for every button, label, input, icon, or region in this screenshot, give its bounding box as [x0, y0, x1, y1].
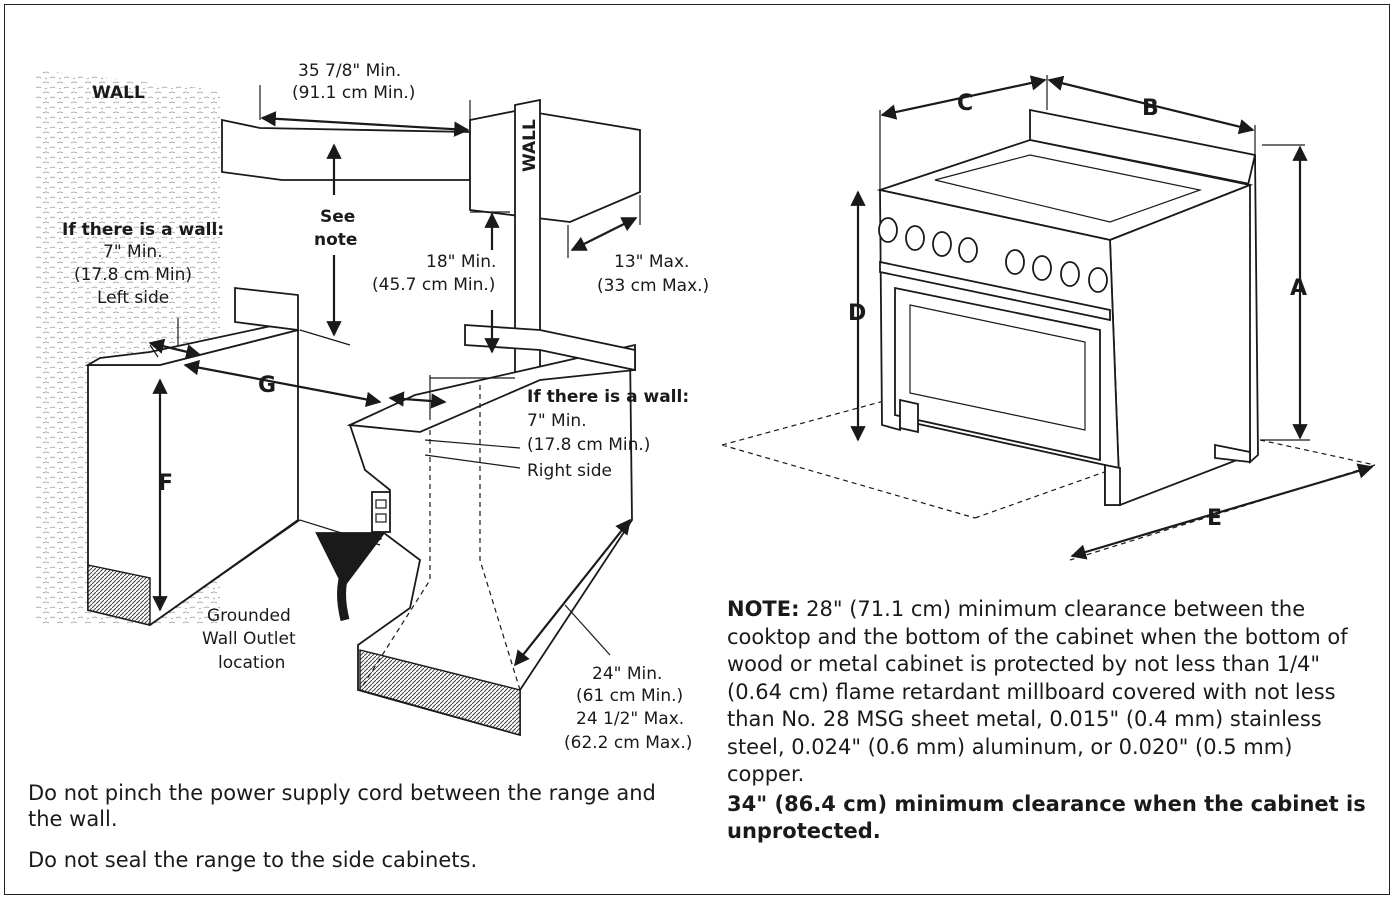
top-width-arrow [260, 111, 470, 137]
oven-handle [879, 260, 1111, 322]
depth-arrow [514, 518, 631, 667]
control-knobs [878, 217, 1108, 293]
letter-d: D [848, 301, 866, 326]
diagram-frame [4, 4, 1390, 895]
right-wall-title: If there is a wall: [527, 387, 689, 407]
letter-g: G [258, 373, 276, 398]
letter-a: A [1290, 276, 1307, 301]
wall-label: WALL [92, 83, 145, 103]
left-wall-line2: (17.8 cm Min) [74, 265, 192, 285]
outlet-line1: Grounded [207, 606, 291, 626]
instruction-seal: Do not seal the range to the side cabine… [28, 847, 478, 872]
wall-vertical-label: WALL [520, 119, 540, 172]
oven-door [894, 286, 1101, 462]
letter-b: B [1142, 96, 1159, 121]
note-body: 28" (71.1 cm) minimum clearance between … [727, 597, 1348, 786]
see-note-line2: note [314, 230, 357, 250]
g-width-arrow [183, 360, 382, 407]
instructions: Do not pinch the power supply cord betwe… [28, 780, 688, 887]
instruction-cord: Do not pinch the power supply cord betwe… [28, 781, 656, 832]
right-toe-kick [359, 649, 521, 736]
top-width-line2: (91.1 cm Min.) [292, 83, 415, 103]
left-wall-line1: 7" Min. [103, 242, 163, 262]
min18-line1: 18" Min. [426, 252, 496, 272]
left-toe-kick [87, 564, 151, 626]
outlet-pointer-arrow [315, 530, 386, 622]
max13-line1: 13" Max. [614, 252, 689, 272]
top-width-line1: 35 7/8" Min. [298, 61, 401, 81]
note-emphasis: 34" (86.4 cm) minimum clearance when the… [727, 791, 1366, 844]
min18-line2: (45.7 cm Min.) [372, 275, 495, 295]
max13-line2: (33 cm Max.) [597, 276, 709, 296]
left-wall-line3: Left side [97, 288, 169, 308]
outlet-line2: Wall Outlet [202, 629, 296, 649]
right-wall-arrow [388, 391, 447, 409]
e-arrow [1070, 463, 1374, 560]
depth-line3: 24 1/2" Max. [576, 709, 684, 729]
right-wall-line1: 7" Min. [527, 411, 587, 431]
see-note-line1: See [320, 207, 355, 227]
note-label: NOTE: [727, 597, 800, 621]
left-wall-title: If there is a wall: [62, 220, 224, 240]
right-wall-line2: (17.8 cm Min.) [527, 435, 650, 455]
b-arrow [1047, 75, 1255, 135]
depth-line2: (61 cm Min.) [576, 686, 683, 706]
right-wall-line3: Right side [527, 461, 612, 481]
letter-f: F [158, 471, 173, 496]
wall-outlet [371, 491, 391, 533]
c-arrow [880, 75, 1047, 120]
depth-line1: 24" Min. [592, 664, 662, 684]
clearance-note: NOTE: 28" (71.1 cm) minimum clearance be… [727, 596, 1372, 846]
outlet-line3: location [218, 653, 285, 673]
depth-line4: (62.2 cm Max.) [564, 733, 692, 753]
range-diagram: C B A D E [721, 75, 1376, 561]
left-wall-arrow [148, 338, 202, 360]
letter-c: C [957, 91, 973, 116]
letter-e: E [1207, 506, 1222, 531]
upper-cabinet-right [469, 109, 641, 223]
left-cabinet-diagram: WALL WALL 35 7/8" Min. (91.1 cm Min.) Se… [36, 61, 709, 753]
max13-arrow [570, 217, 638, 251]
